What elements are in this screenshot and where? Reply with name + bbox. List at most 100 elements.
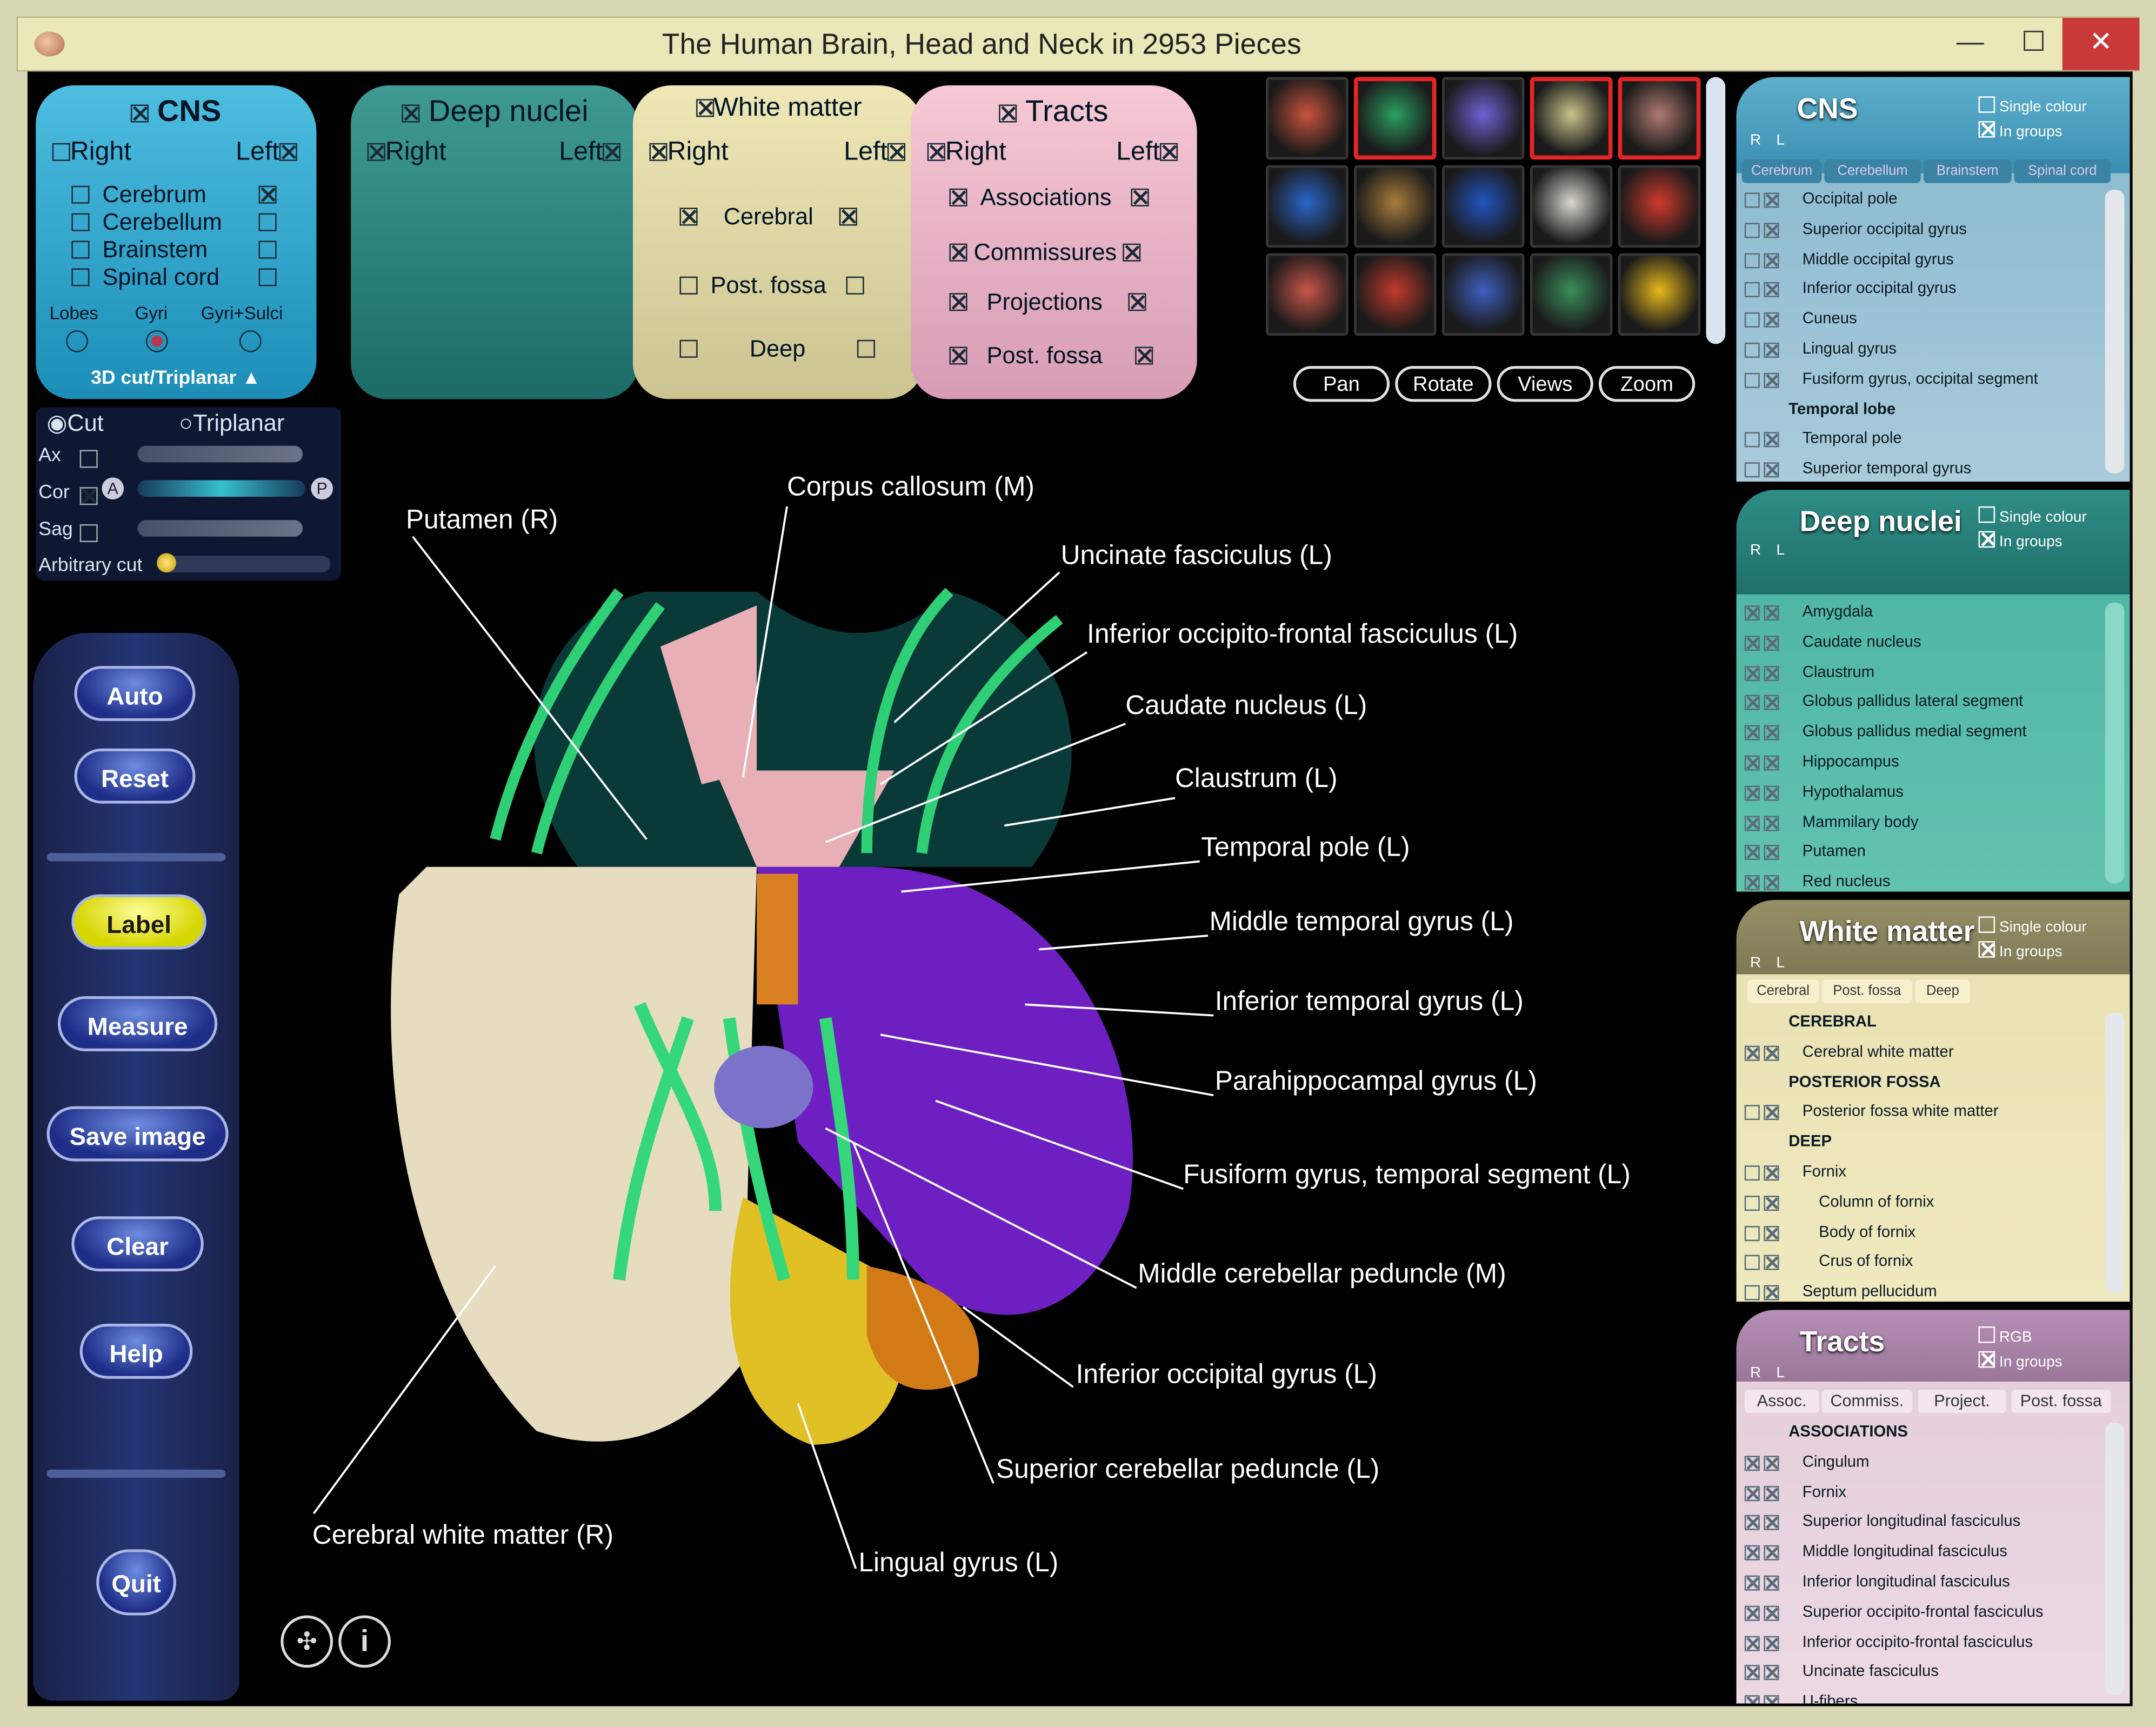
label-button[interactable]: Label	[71, 894, 206, 950]
close-button[interactable]: ✕	[2062, 18, 2140, 70]
list-item[interactable]: Fusiform gyrus, occipital segment	[1742, 367, 2102, 397]
preset-thumbnail[interactable]	[1353, 77, 1437, 160]
visibility-checkboxes[interactable]	[1744, 1455, 1783, 1473]
cns-selector-title[interactable]: CNS	[36, 94, 316, 129]
wm-tab-post-fossa[interactable]: Post. fossa	[1821, 979, 1913, 1003]
tracts-row-projections[interactable]: Projections	[949, 289, 1146, 317]
cns-cerebrum-left-box[interactable]	[258, 182, 277, 209]
info-icon[interactable]: i	[338, 1615, 391, 1668]
wm-in-groups[interactable]: In groups	[1978, 941, 2062, 961]
list-item[interactable]: Temporal pole	[1742, 427, 2102, 457]
visibility-checkboxes[interactable]	[1744, 312, 1783, 330]
wm-row-deep[interactable]: Deep	[679, 336, 876, 363]
cns-in-groups[interactable]: In groups	[1978, 121, 2062, 141]
list-item[interactable]: Superior occipital gyrus	[1742, 217, 2102, 247]
wm-left-toggle[interactable]: Left	[844, 138, 906, 168]
wm-row-cerebral[interactable]: Cerebral	[679, 204, 857, 231]
visibility-checkboxes[interactable]	[1744, 1635, 1783, 1653]
list-item[interactable]: Septum pellucidum	[1742, 1280, 2102, 1302]
tracts-right-toggle[interactable]: Right	[927, 138, 1006, 166]
auto-button[interactable]: Auto	[74, 666, 196, 721]
list-item[interactable]: Occipital pole	[1742, 187, 2102, 217]
cns-tab-cerebellum[interactable]: Cerebellum	[1824, 159, 1921, 183]
visibility-checkboxes[interactable]	[1744, 695, 1783, 714]
cut-radio[interactable]: ◉Cut	[46, 410, 104, 436]
list-item[interactable]: Posterior fossa white matter	[1742, 1100, 2102, 1130]
cns-row-cerebellum[interactable]: Cerebellum	[71, 209, 222, 237]
deep-single-colour[interactable]: Single colour	[1978, 506, 2087, 525]
mode-gyri-sulci-radio[interactable]	[239, 330, 262, 352]
list-item[interactable]: Middle occipital gyrus	[1742, 247, 2102, 277]
preset-thumbnail[interactable]	[1353, 165, 1437, 248]
list-item[interactable]: Hippocampus	[1742, 750, 2102, 779]
visibility-checkboxes[interactable]	[1744, 725, 1783, 743]
cns-right-toggle[interactable]: Right	[52, 138, 131, 166]
cns-row-cerebrum[interactable]: Cerebrum	[71, 182, 206, 209]
pan-button[interactable]: Pan	[1293, 366, 1390, 402]
tracts-tab-project[interactable]: Project.	[1918, 1390, 2006, 1413]
list-item[interactable]: ASSOCIATIONS	[1742, 1420, 2102, 1450]
list-item[interactable]: Temporal lobe	[1742, 397, 2102, 427]
tracts-left-toggle[interactable]: Left	[1116, 138, 1178, 168]
visibility-checkboxes[interactable]	[1744, 875, 1783, 891]
list-item[interactable]: Crus of fornix	[1742, 1250, 2102, 1279]
list-item[interactable]: Globus pallidus medial segment	[1742, 720, 2102, 750]
tracts-row-post-fossa[interactable]: Post. fossa	[949, 343, 1153, 370]
wm-selector-title[interactable]: White matter	[633, 94, 925, 124]
list-item[interactable]: Inferior occipital gyrus	[1742, 277, 2102, 307]
posterior-button[interactable]: P	[311, 477, 333, 500]
list-item[interactable]: Mammilary body	[1742, 810, 2102, 839]
cor-slider[interactable]	[137, 480, 306, 497]
visibility-checkboxes[interactable]	[1744, 1195, 1783, 1213]
visibility-checkboxes[interactable]	[1744, 1515, 1783, 1533]
quit-button[interactable]: Quit	[96, 1549, 176, 1616]
tracts-row-commissures[interactable]: Commissures	[949, 239, 1142, 267]
list-item[interactable]: Superior longitudinal fasciculus	[1742, 1510, 2102, 1540]
list-item[interactable]: Claustrum	[1742, 660, 2102, 690]
list-item[interactable]: Inferior longitudinal fasciculus	[1742, 1570, 2102, 1599]
cns-tab-spinal-cord[interactable]: Spinal cord	[2014, 159, 2111, 183]
cns-brainstem-left-box[interactable]	[258, 237, 277, 264]
cns-row-brainstem[interactable]: Brainstem	[71, 237, 208, 264]
list-item[interactable]: Fornix	[1742, 1160, 2102, 1190]
wm-single-colour[interactable]: Single colour	[1978, 916, 2087, 936]
ax-slider[interactable]	[137, 445, 303, 463]
preset-thumbnail[interactable]	[1618, 77, 1701, 160]
wm-scrollbar[interactable]	[2105, 1012, 2125, 1293]
preset-thumbnail[interactable]	[1441, 77, 1525, 160]
cns-tab-cerebrum[interactable]: Cerebrum	[1741, 159, 1822, 183]
preset-thumbnail[interactable]	[1618, 165, 1701, 248]
maximize-button[interactable]: ☐	[2021, 27, 2046, 58]
tracts-selector-title[interactable]: Tracts	[911, 94, 1197, 129]
visibility-checkboxes[interactable]	[1744, 1575, 1783, 1593]
cor-checkbox[interactable]	[79, 483, 98, 511]
visibility-checkboxes[interactable]	[1744, 1165, 1783, 1183]
cns-scrollbar[interactable]	[2105, 190, 2125, 474]
tracts-in-groups[interactable]: In groups	[1978, 1351, 2062, 1370]
list-item[interactable]: CEREBRAL	[1742, 1010, 2102, 1039]
arbitrary-cut-knob[interactable]	[157, 553, 176, 572]
list-item[interactable]: Cingulum	[1742, 1450, 2102, 1480]
deep-scrollbar[interactable]	[2105, 602, 2125, 884]
preset-thumbnail[interactable]	[1353, 253, 1437, 336]
cns-cerebellum-left-box[interactable]	[258, 209, 277, 237]
help-button[interactable]: Help	[79, 1323, 193, 1379]
cns-tab-brainstem[interactable]: Brainstem	[1923, 159, 2012, 183]
tracts-tab-commiss[interactable]: Commiss.	[1821, 1390, 1913, 1413]
list-item[interactable]: Superior occipito-frontal fasciculus	[1742, 1600, 2102, 1630]
visibility-checkboxes[interactable]	[1744, 1045, 1783, 1063]
mode-gyri-radio[interactable]	[145, 330, 168, 352]
visibility-checkboxes[interactable]	[1744, 845, 1783, 863]
cut-triplanar-toggle[interactable]: 3D cut/Triplanar ▲	[91, 366, 261, 388]
tracts-tab-assoc[interactable]: Assoc.	[1744, 1390, 1819, 1413]
preset-thumbnail[interactable]	[1441, 253, 1525, 336]
views-button[interactable]: Views	[1497, 366, 1593, 402]
visibility-checkboxes[interactable]	[1744, 372, 1783, 390]
visibility-checkboxes[interactable]	[1744, 222, 1783, 241]
list-item[interactable]: Inferior occipito-frontal fasciculus	[1742, 1630, 2102, 1659]
visibility-checkboxes[interactable]	[1744, 665, 1783, 683]
mode-lobes[interactable]: Lobes	[49, 303, 98, 324]
ax-checkbox[interactable]	[79, 446, 98, 474]
visibility-checkboxes[interactable]	[1744, 1285, 1783, 1302]
tracts-row-associations[interactable]: Associations	[949, 184, 1149, 212]
